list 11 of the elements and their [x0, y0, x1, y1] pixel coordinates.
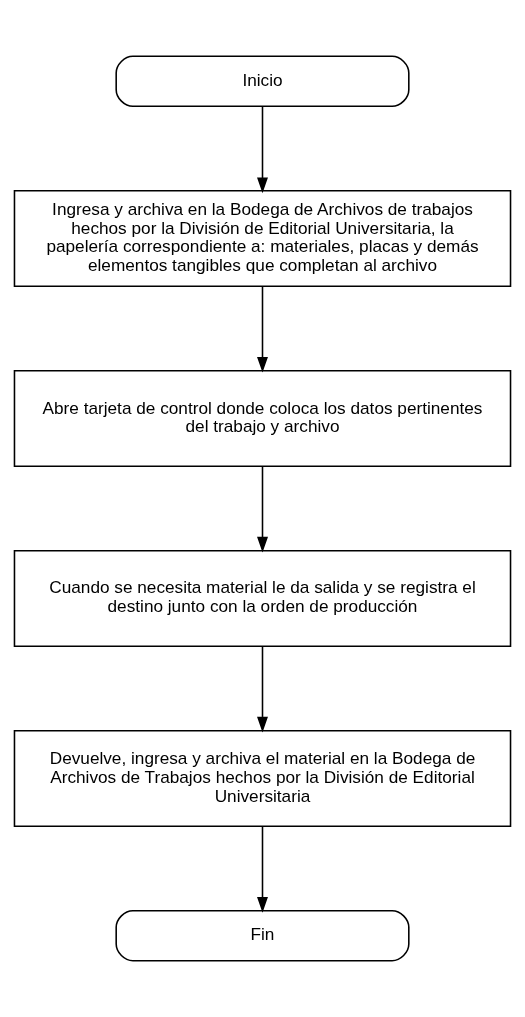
node-box: Devuelve, ingresa y archiva el material en la Bodega de Archivos de Trabajos hechos por la División de Editorial Universitaria — [13, 729, 512, 827]
arrow — [257, 106, 268, 194]
arrow — [257, 825, 268, 913]
arrow — [257, 465, 268, 553]
node-box: Ingresa y archiva en la Bodega de Archivos de trabajos hechos por la División de Editorial Universitaria, la papelería correspondiente a: materiales, placas y demás elementos tangibles que completan al archivo — [13, 190, 512, 288]
node-box: Fin — [115, 909, 410, 962]
arrow — [257, 285, 268, 373]
node-box: Cuando se necesita material le da salida y se registra el destino junto con la orden de producción — [13, 549, 512, 647]
node-box: Inicio — [115, 55, 410, 108]
arrow — [257, 645, 268, 733]
node-box: Abre tarjeta de control donde coloca los datos pertinentes del trabajo y archivo — [13, 370, 512, 468]
